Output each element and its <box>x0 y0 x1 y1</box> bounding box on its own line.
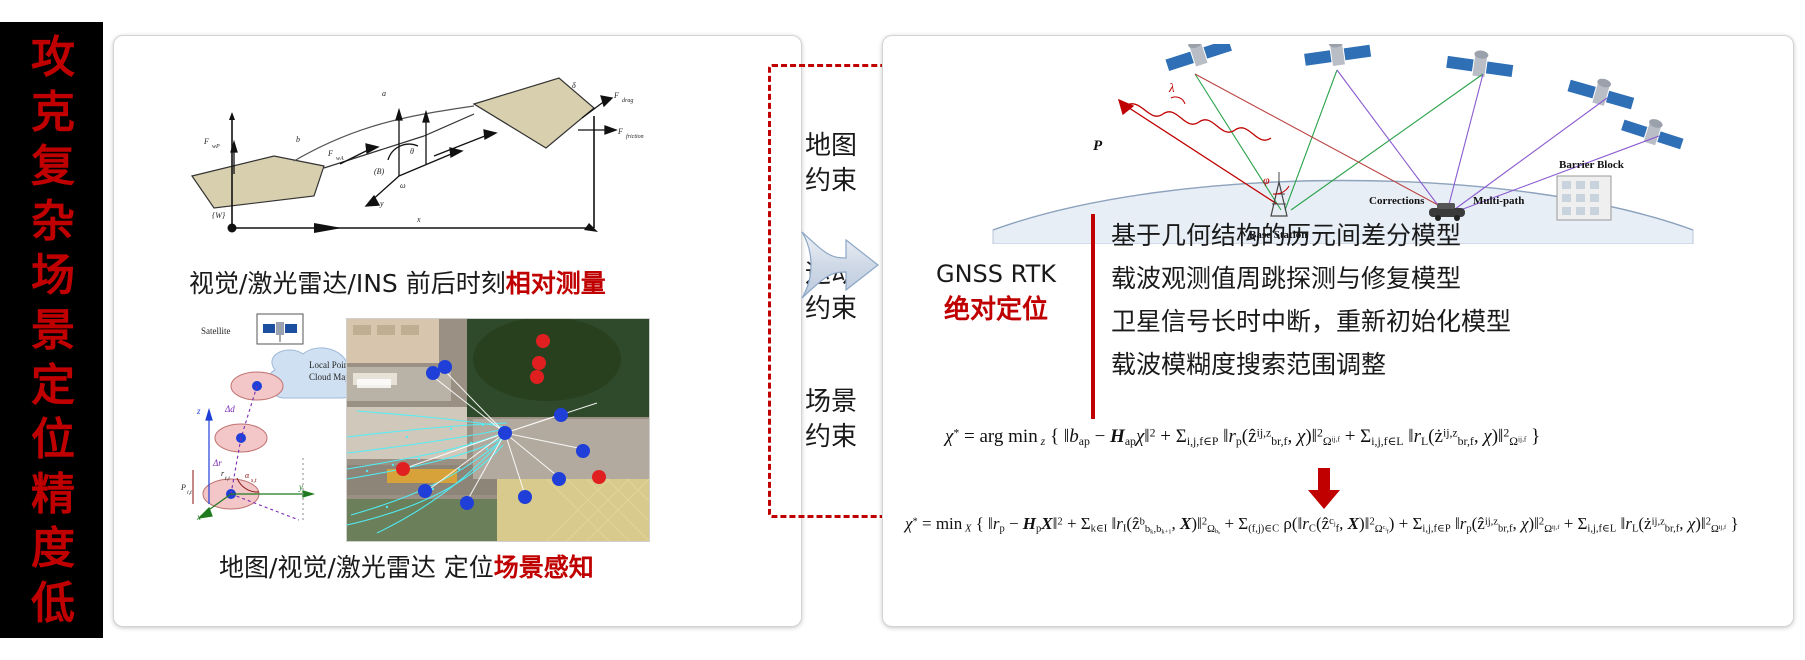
banner-char-3: 杂 <box>31 195 75 247</box>
svg-text:F: F <box>203 137 209 146</box>
constraint-group-scene: 场景 约束 <box>771 385 891 455</box>
aerial-lidar-trajectory-map <box>346 318 650 542</box>
svg-text:b: b <box>296 135 300 144</box>
svg-text:friction: friction <box>626 133 644 140</box>
constraint-group-map: 地图 约束 <box>771 129 891 199</box>
gnss-rtk-scene-diagram: λ P φ Base Station Corrections Multi-pat… <box>992 44 1694 244</box>
formula-bottom: χ* = min X { ‖rp − HpX‖2 + Σk∈I ‖rI(ẑbbk… <box>905 514 1739 536</box>
svg-text:z: z <box>196 406 201 416</box>
svg-text:wP: wP <box>212 144 220 150</box>
svg-text:δ: δ <box>572 81 576 90</box>
svg-text:y: y <box>379 199 384 208</box>
svg-text:Barrier Block: Barrier Block <box>1559 159 1625 171</box>
svg-text:F: F <box>327 149 333 158</box>
right-panel: λ P φ Base Station Corrections Multi-pat… <box>882 35 1794 627</box>
svg-text:(B): (B) <box>374 167 385 176</box>
banner-char-8: 精 <box>31 468 75 520</box>
constraint-motion-line2: 约束 <box>804 294 857 325</box>
constraint-map-line2: 约束 <box>804 166 857 197</box>
constraint-map-line1: 地图 <box>804 131 857 161</box>
banner-char-9: 度 <box>31 523 75 575</box>
left-top-caption: 视觉/激光雷达/INS 前后时刻相对测量 <box>189 264 606 300</box>
banner-char-10: 低 <box>31 577 75 629</box>
svg-text:Base Station: Base Station <box>1249 229 1307 241</box>
left-banner-background <box>0 22 103 638</box>
svg-text:wA: wA <box>336 156 344 162</box>
banner-char-2: 复 <box>31 141 75 193</box>
banner-char-6: 定 <box>31 359 75 411</box>
svg-text:i,t: i,t <box>187 490 192 496</box>
vertical-title: 攻 克 复 杂 场 景 定 位 精 度 低 <box>20 36 86 626</box>
banner-char-4: 场 <box>31 250 75 302</box>
banner-char-1: 克 <box>31 86 75 138</box>
svg-text:t,i: t,i <box>225 476 230 482</box>
svg-text:Local Point: Local Point <box>309 360 351 370</box>
svg-text:Δd: Δd <box>224 404 235 414</box>
svg-text:r: r <box>221 469 225 478</box>
right-arrow-icon <box>801 231 879 299</box>
rtk-label-line1: GNSS RTK <box>936 260 1056 288</box>
svg-text:a: a <box>382 89 386 98</box>
svg-text:Multi-path: Multi-path <box>1473 195 1524 207</box>
constraint-scene-line1: 场景 <box>804 387 857 417</box>
bullet-item-0: 基于几何结构的历元间差分模型 <box>1111 221 1462 250</box>
left-top-caption-highlight: 相对测量 <box>505 269 606 298</box>
svg-text:Corrections: Corrections <box>1369 195 1425 207</box>
svg-text:θ: θ <box>410 147 414 156</box>
left-bottom-caption-plain: 地图/视觉/激光雷达 定位 <box>219 553 494 582</box>
svg-text:Δr: Δr <box>212 458 222 468</box>
svg-text:F: F <box>617 127 623 136</box>
svg-text:Cloud Map: Cloud Map <box>309 372 350 382</box>
bullet-list: 基于几何结构的历元间差分模型 载波观测值周跳探测与修复模型 卫星信号长时中断，重… <box>1111 214 1751 386</box>
down-arrow-icon <box>1308 468 1340 509</box>
rtk-label: GNSS RTK 绝对定位 <box>911 258 1081 328</box>
constraint-scene-line2: 约束 <box>804 422 857 453</box>
rtk-label-line2: 绝对定位 <box>943 294 1048 325</box>
bullet-item-2: 卫星信号长时中断，重新初始化模型 <box>1111 307 1512 336</box>
left-bottom-caption: 地图/视觉/激光雷达 定位场景感知 <box>219 548 594 584</box>
banner-char-0: 攻 <box>31 32 75 83</box>
svg-text:s,t: s,t <box>251 478 257 484</box>
bullet-divider <box>1091 214 1095 419</box>
svg-text:y: y <box>298 482 303 492</box>
bullet-item-3: 载波模糊度搜索范围调整 <box>1111 350 1387 379</box>
svg-text:{W}: {W} <box>212 211 226 220</box>
svg-text:drag: drag <box>622 98 633 104</box>
svg-text:φ: φ <box>1263 173 1270 187</box>
left-top-caption-plain: 视觉/激光雷达/INS 前后时刻 <box>189 269 506 298</box>
banner-char-5: 景 <box>31 304 75 356</box>
svg-text:x: x <box>416 215 421 224</box>
formula-top: χ* = arg min z { ‖bap − Hapχ‖2 + Σi,j,f∈… <box>945 426 1541 448</box>
svg-text:λ: λ <box>1168 80 1175 95</box>
banner-char-7: 位 <box>31 414 75 466</box>
svg-text:P: P <box>180 483 186 492</box>
svg-text:x: x <box>196 512 201 522</box>
svg-text:Satellite: Satellite <box>201 326 231 336</box>
svg-text:α: α <box>245 471 250 480</box>
svg-text:ω: ω <box>400 181 406 190</box>
svg-text:P: P <box>1093 138 1103 154</box>
satellite-local-point-cloud-diagram: Local Point Cloud Map Satellite Δd Δr z … <box>180 313 360 522</box>
left-bottom-caption-highlight: 场景感知 <box>493 553 594 582</box>
bullet-item-1: 载波观测值周跳探测与修复模型 <box>1111 264 1462 293</box>
svg-text:F: F <box>613 91 619 100</box>
